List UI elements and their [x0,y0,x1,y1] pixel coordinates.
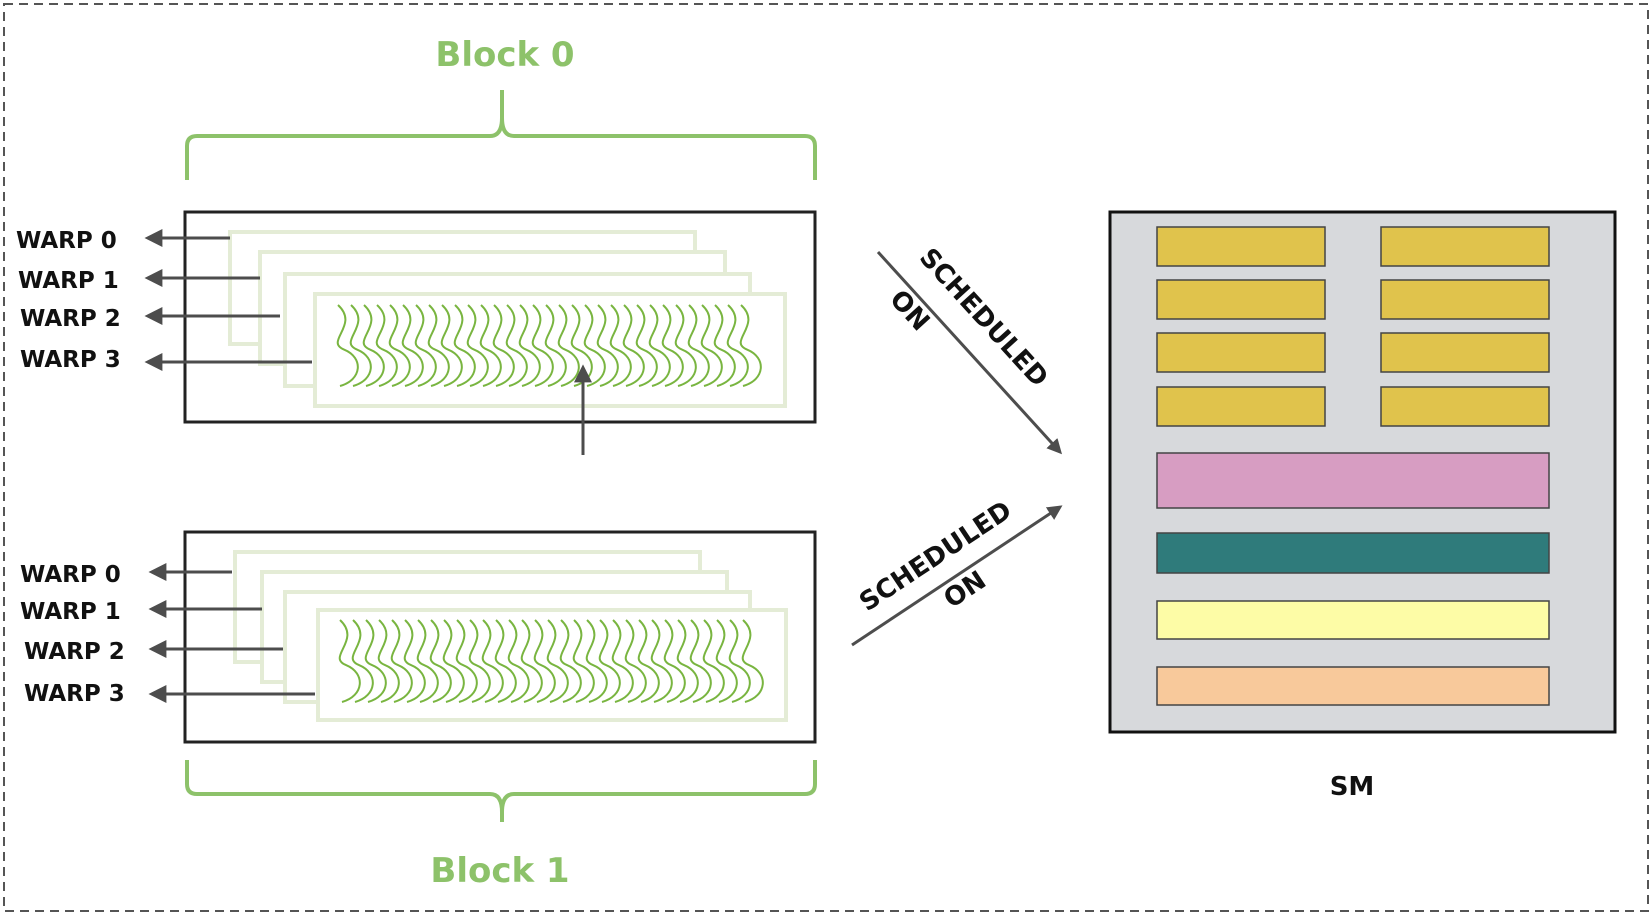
thread-squiggle [440,304,463,387]
thread-squiggle [663,619,686,703]
block-1-group: WARP 0 WARP 1 WARP 2 WARP 3 Block 1 [20,530,817,891]
warp-2-label: WARP 2 [24,639,125,665]
warp-0-label: WARP 0 [20,562,121,588]
thread-squiggle [544,304,567,387]
thread-squiggle [492,304,515,387]
thread-squiggle [468,619,491,703]
thread-squiggle [583,304,606,387]
thread-squiggle [739,304,762,387]
thread-squiggle [611,619,634,703]
block-0-label: Block 0 [435,35,574,75]
thread-squiggle [609,304,632,387]
thread-squiggle [572,619,595,703]
thread-squiggle [676,619,699,703]
thread-squiggle [507,619,530,703]
thread-squiggle [388,304,411,387]
sm-core [1156,386,1326,427]
thread-squiggle [713,304,736,387]
thread-squiggle [403,619,426,703]
thread-squiggle [674,304,697,387]
thread-squiggle [377,619,400,703]
thread-squiggle [401,304,424,387]
block-1-label: Block 1 [430,851,569,891]
thread-squiggle [518,304,541,387]
thread-squiggle [481,619,504,703]
warp-0-label: WARP 0 [16,228,117,254]
thread-squiggle [741,619,764,703]
thread-squiggle [726,304,749,387]
thread-squiggle [362,304,385,387]
warp-3-label: WARP 3 [20,347,121,373]
thread-squiggle [700,304,723,387]
sm-core [1380,386,1550,427]
thread-squiggle [479,304,502,387]
thread-squiggle [661,304,684,387]
thread-squiggle [375,304,398,387]
thread-squiggle [455,619,478,703]
thread-squiggle [687,304,710,387]
warp-3-label: WARP 3 [24,681,125,707]
thread-squiggle [728,619,751,703]
thread-squiggle [531,304,554,387]
sm-core [1380,332,1550,373]
thread-squiggle [559,619,582,703]
thread-squiggle [429,619,452,703]
thread-squiggle [505,304,528,387]
thread-squiggle [414,304,437,387]
thread-squiggle [364,619,387,703]
thread-squiggle [349,304,372,387]
thread-squiggle [416,619,439,703]
thread-squiggle [533,619,556,703]
sm-core [1380,279,1550,320]
sm-unit-peach [1156,666,1550,706]
thread-squiggle [598,619,621,703]
thread-squiggle [338,619,361,703]
thread-squiggle [635,304,658,387]
thread-squiggle [650,619,673,703]
sm-unit: SM [1108,210,1617,802]
block-1-brace [185,760,817,822]
sm-unit-teal [1156,532,1550,574]
thread-squiggle [336,304,359,387]
thread-squiggle [466,304,489,387]
on-label: ON [939,565,992,614]
thread-squiggle [351,619,374,703]
thread-squiggle [715,619,738,703]
sm-core [1380,226,1550,267]
warp-1-label: WARP 1 [18,268,119,294]
sm-core [1156,279,1326,320]
thread-squiggle [442,619,465,703]
thread-squiggle [520,619,543,703]
thread-squiggle [622,304,645,387]
warp-2-label: WARP 2 [20,306,121,332]
thread-squiggle [546,619,569,703]
thread-squiggle [596,304,619,387]
sm-label: SM [1330,772,1375,802]
thread-squiggle [702,619,725,703]
block-0-group: Block 0 WARP 0 WARP 1 WARP 2 WARP 3 [16,35,817,455]
sm-unit-pink [1156,452,1550,509]
thread-squiggle [648,304,671,387]
warp-1-label: WARP 1 [20,599,121,625]
sm-core [1156,332,1326,373]
on-label: ON [883,285,935,338]
sm-core [1156,226,1326,267]
thread-squiggle [624,619,647,703]
thread-squiggle [427,304,450,387]
thread-squiggles [336,304,762,387]
block-0-brace [185,90,817,180]
sm-unit-yellow [1156,600,1550,640]
thread-squiggle [585,619,608,703]
thread-squiggle [453,304,476,387]
thread-squiggle [494,619,517,703]
thread-squiggle [689,619,712,703]
scheduled-label: SCHEDULED [854,496,1017,618]
thread-squiggle [637,619,660,703]
scheduled-arrow-lower: SCHEDULED ON [851,496,1063,647]
scheduled-arrow-upper: SCHEDULED ON [876,243,1063,455]
thread-squiggle [390,619,413,703]
thread-squiggles [338,619,764,703]
